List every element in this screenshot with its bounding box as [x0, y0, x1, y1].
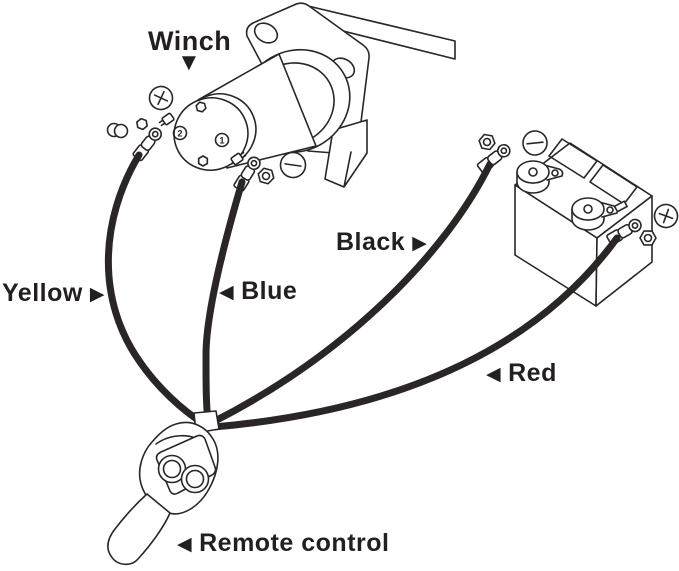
yellow-wire: [104, 151, 208, 428]
yellow-label-text: Yellow: [2, 279, 83, 307]
black-wire: [209, 160, 494, 426]
black-ring-terminal: [476, 143, 511, 174]
arrow-right-icon: ▶: [89, 284, 105, 305]
battery-label-recess: [548, 138, 638, 205]
remote-label-text: Remote control: [199, 529, 390, 557]
blue-wire: [202, 178, 246, 426]
hex-nut-icon: [478, 133, 496, 151]
remote-button-inner: [185, 469, 205, 489]
hex-bolt-icon: [136, 117, 148, 131]
battery-positive-terminal: [571, 197, 628, 231]
arrow-left-icon: ◀: [486, 364, 502, 385]
phillips-screw-icon: [653, 203, 679, 229]
yellow-wire-label: Yellow ▶: [2, 281, 105, 306]
remote-handle: [106, 493, 171, 566]
black-label-text: Black: [336, 228, 406, 256]
winch-drawing: 2 1: [106, 2, 456, 188]
winch-label: Winch: [148, 28, 231, 55]
winch-terminal-2-marker: 2: [172, 125, 188, 141]
remote-control-label: ◀ Remote control: [177, 531, 389, 556]
svg-text:1: 1: [219, 136, 224, 146]
washer-icon: [113, 123, 129, 139]
arrow-left-icon: ◀: [177, 534, 193, 555]
red-label-text: Red: [508, 359, 557, 387]
arrow-right-icon: ▶: [412, 233, 428, 254]
winch-label-text: Winch: [148, 26, 232, 56]
winch-stud-right: [230, 151, 247, 166]
cap-bolt: [197, 155, 209, 167]
red-ring-terminal: [606, 218, 642, 246]
hex-nut-icon: [257, 167, 275, 185]
red-wire: [210, 234, 621, 431]
yellow-ring-terminal: [132, 127, 163, 162]
flange-bolt-hole: [253, 22, 279, 44]
cap-bolt: [195, 101, 207, 113]
winch-bracket: [324, 119, 368, 188]
remote-button: [180, 464, 210, 494]
slotted-screw-icon: [279, 151, 307, 179]
hex-nut-icon: [639, 230, 657, 246]
blue-wire-label: ◀ Blue: [219, 279, 297, 304]
remote-button-inner: [162, 459, 182, 479]
winch-stud-left: [158, 112, 175, 127]
blue-label-text: Blue: [241, 277, 298, 305]
battery-negative-terminal: [516, 160, 564, 194]
red-wire-label: ◀ Red: [486, 361, 557, 386]
arrow-left-icon: ◀: [219, 282, 235, 303]
motor-end-cap: [173, 97, 249, 171]
arrow-down-icon: ▼: [177, 49, 201, 76]
blue-ring-terminal: [233, 156, 261, 192]
svg-text:2: 2: [177, 129, 182, 139]
remote-control-drawing: [106, 410, 220, 566]
black-wire-label: Black ▶: [336, 230, 427, 255]
winch-terminal-1-marker: 1: [214, 132, 230, 148]
wires: [104, 151, 621, 431]
phillips-screw-icon: [148, 85, 174, 111]
slotted-screw-icon: [522, 130, 548, 156]
